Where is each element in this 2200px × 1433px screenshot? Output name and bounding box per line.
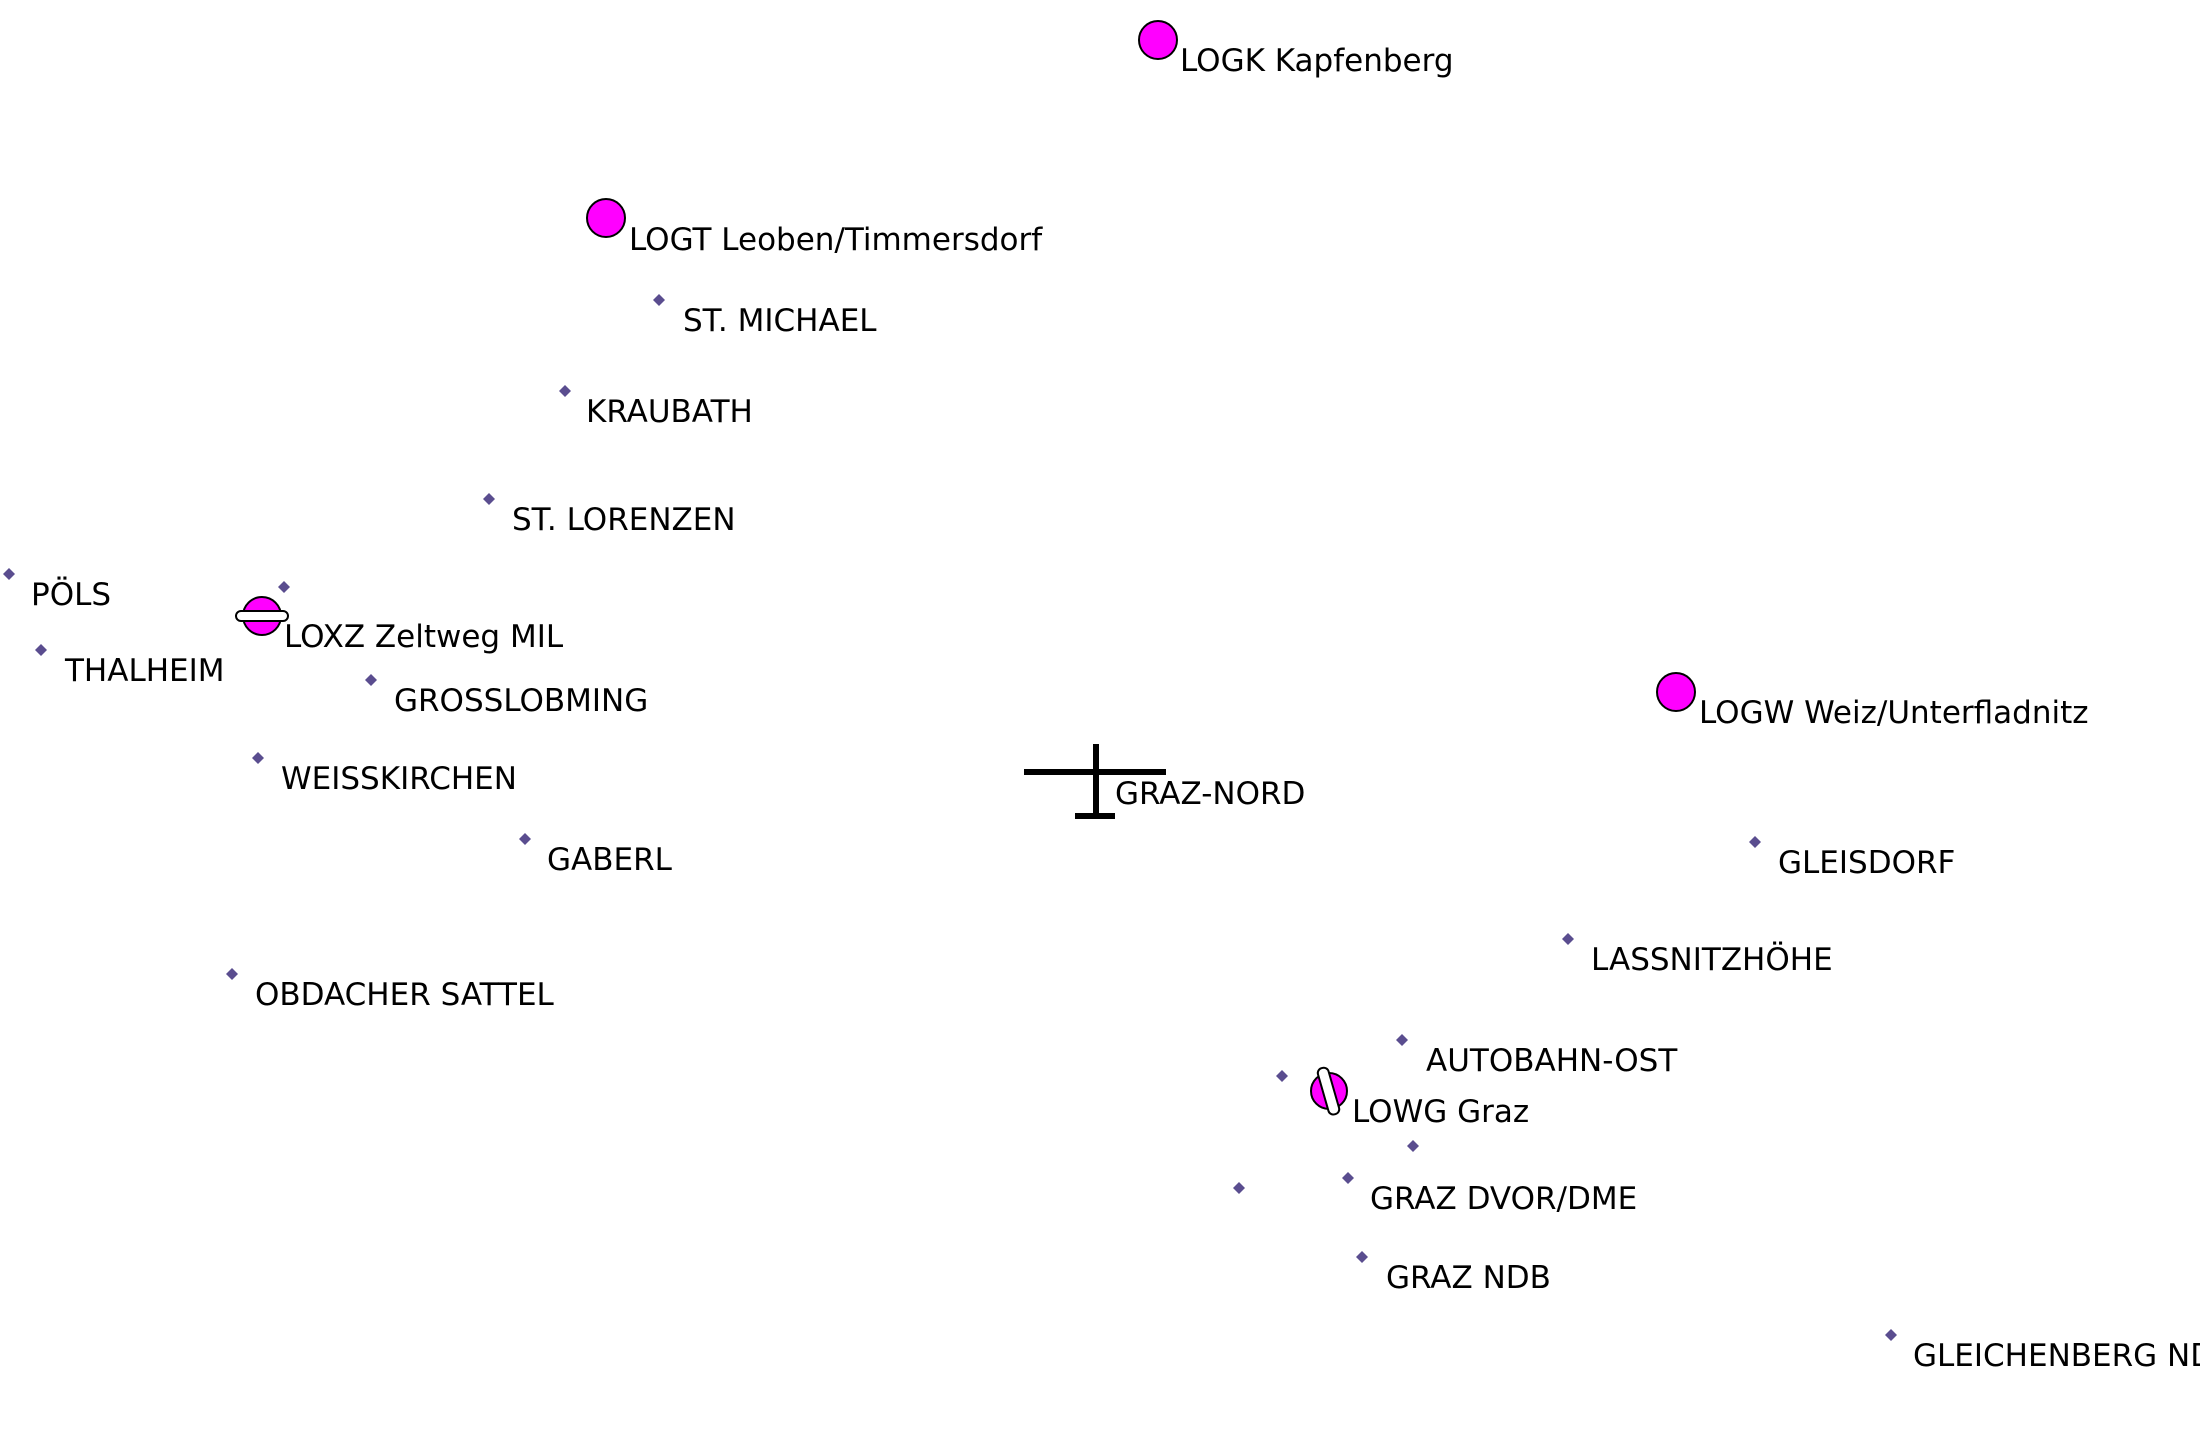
waypoint-marker-kraubath[interactable] <box>559 385 571 397</box>
airfield-marker-logw[interactable] <box>1656 672 1696 712</box>
waypoint-label-grosslobming: GROSSLOBMING <box>394 683 649 719</box>
waypoint-marker-grosslobming[interactable] <box>365 674 377 686</box>
airfield-label-lowg: LOWG Graz <box>1352 1094 1530 1130</box>
airfield-marker-logk[interactable] <box>1138 20 1178 60</box>
waypoint-label-graz-ndb: GRAZ NDB <box>1386 1260 1551 1296</box>
waypoint-label-st-lorenzen: ST. LORENZEN <box>512 502 736 538</box>
waypoint-marker-lassnitzhoehe[interactable] <box>1562 933 1574 945</box>
waypoint-label-obdacher-sattel: OBDACHER SATTEL <box>255 977 554 1013</box>
waypoint-label-st-michael: ST. MICHAEL <box>683 303 877 339</box>
waypoint-label-gaberl: GABERL <box>547 842 672 878</box>
waypoint-label-graz-dvor-dme: GRAZ DVOR/DME <box>1370 1181 1638 1217</box>
waypoint-marker-poels[interactable] <box>3 568 15 580</box>
waypoint-label-poels: PÖLS <box>31 577 112 613</box>
waypoint-marker-unlabeled[interactable] <box>278 581 290 593</box>
waypoint-marker-gaberl[interactable] <box>519 833 531 845</box>
waypoint-marker-st-michael[interactable] <box>653 294 665 306</box>
airfield-marker-loxz[interactable] <box>235 596 289 636</box>
waypoint-label-weisskirchen: WEISSKIRCHEN <box>281 761 517 797</box>
waypoint-label-kraubath: KRAUBATH <box>586 394 753 430</box>
waypoint-marker-gleichenberg-ndb[interactable] <box>1885 1329 1897 1341</box>
waypoint-marker-weisskirchen[interactable] <box>252 752 264 764</box>
airfield-marker-lowg[interactable] <box>1310 1066 1348 1116</box>
airfield-marker-logt[interactable] <box>586 198 626 238</box>
airfield-label-logk: LOGK Kapfenberg <box>1180 43 1454 79</box>
waypoint-marker-obdacher-sattel[interactable] <box>226 968 238 980</box>
waypoint-label-autobahn-ost: AUTOBAHN-OST <box>1426 1043 1678 1079</box>
waypoint-marker-graz-ndb[interactable] <box>1356 1251 1368 1263</box>
waypoint-label-gleisdorf: GLEISDORF <box>1778 845 1956 881</box>
airfield-label-logt: LOGT Leoben/Timmersdorf <box>629 222 1043 258</box>
waypoint-label-gleichenberg-ndb: GLEICHENBERG NDB <box>1913 1338 2200 1374</box>
aircraft-icon[interactable] <box>1024 744 1166 819</box>
waypoint-marker-graz-dvor-dme[interactable] <box>1342 1172 1354 1184</box>
airfield-label-loxz: LOXZ Zeltweg MIL <box>284 619 564 655</box>
waypoint-marker-unlabeled[interactable] <box>1276 1070 1288 1082</box>
waypoint-marker-gleisdorf[interactable] <box>1749 836 1761 848</box>
waypoint-label-lassnitzhoehe: LASSNITZHÖHE <box>1591 942 1833 978</box>
waypoint-marker-unlabeled[interactable] <box>1407 1140 1419 1152</box>
airfield-label-logw: LOGW Weiz/Unterfladnitz <box>1699 695 2089 731</box>
waypoint-marker-thalheim[interactable] <box>35 644 47 656</box>
waypoint-marker-autobahn-ost[interactable] <box>1396 1034 1408 1046</box>
waypoint-label-thalheim: THALHEIM <box>65 653 225 689</box>
waypoint-marker-unlabeled[interactable] <box>1233 1182 1245 1194</box>
waypoint-marker-st-lorenzen[interactable] <box>483 493 495 505</box>
aircraft-label: GRAZ-NORD <box>1115 776 1306 812</box>
